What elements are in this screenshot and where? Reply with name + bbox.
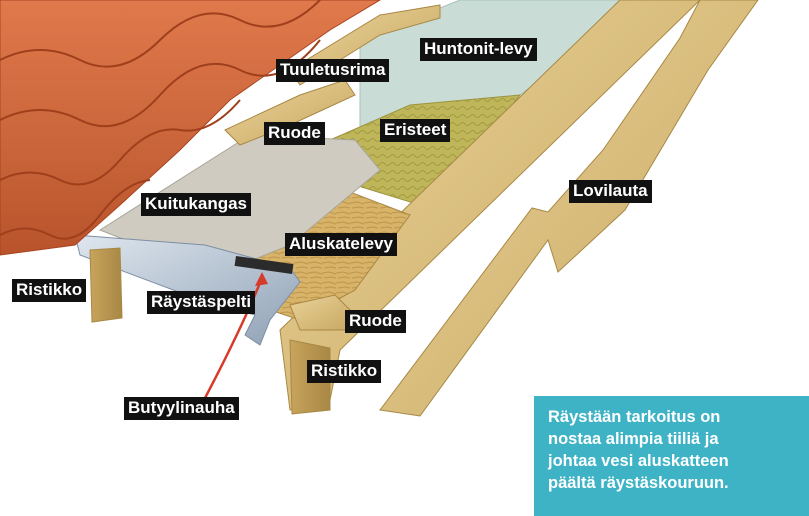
info-line-1: Räystään tarkoitus on bbox=[548, 408, 721, 426]
butyl-tape-arrow bbox=[203, 277, 264, 399]
butyl-tape-strip bbox=[234, 256, 294, 274]
info-line-4: päältä räystäskouruun. bbox=[548, 474, 729, 492]
label-aluskatelevy: Aluskatelevy bbox=[285, 233, 397, 256]
left-truss bbox=[89, 247, 123, 323]
tile-ridges bbox=[0, 0, 321, 240]
info-line-3: johtaa vesi aluskatteen bbox=[548, 452, 729, 470]
roof-tiles bbox=[0, 0, 381, 256]
label-butyylinauha: Butyylinauha bbox=[124, 397, 239, 420]
label-tuuletusrima: Tuuletusrima bbox=[276, 59, 390, 82]
arrow-head bbox=[255, 272, 268, 286]
label-ristikko-bottom: Ristikko bbox=[307, 360, 382, 383]
label-kuitukangas: Kuitukangas bbox=[141, 193, 252, 216]
label-ruode-bottom: Ruode bbox=[345, 310, 406, 333]
notched-board-lovilauta-face bbox=[379, 0, 759, 417]
label-eristeet: Eristeet bbox=[380, 119, 451, 142]
label-ristikko-left: Ristikko bbox=[12, 279, 87, 302]
upper-batten bbox=[224, 79, 356, 146]
label-huntonit-levy: Huntonit-levy bbox=[420, 38, 537, 61]
info-line-2: nostaa alimpia tiiliä ja bbox=[548, 430, 719, 448]
info-box: Räystään tarkoitus on nostaa alimpia tii… bbox=[534, 396, 809, 516]
label-ruode-top: Ruode bbox=[264, 122, 325, 145]
label-lovilauta: Lovilauta bbox=[569, 180, 652, 203]
label-raystaspelti: Räystäspelti bbox=[147, 291, 256, 314]
